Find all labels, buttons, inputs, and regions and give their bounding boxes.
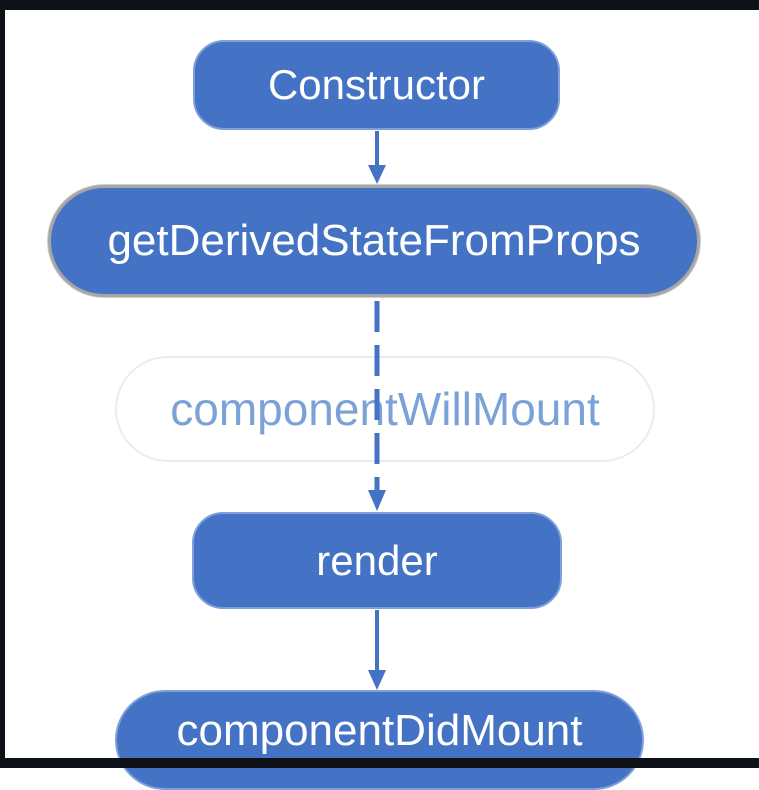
frame-bar-left <box>0 0 5 768</box>
node-constructor: Constructor <box>193 40 560 130</box>
node-get-derived-state-from-props: getDerivedStateFromProps <box>48 185 700 297</box>
node-component-will-mount-label: componentWillMount <box>170 383 600 435</box>
frame-bar-top <box>0 0 759 10</box>
arrow-down-solid-render-to-cdm <box>368 610 386 690</box>
node-get-derived-state-from-props-label: getDerivedStateFromProps <box>107 216 641 265</box>
arrow-down-solid-constructor-to-gdsfp <box>368 131 386 184</box>
node-constructor-label: Constructor <box>267 61 486 108</box>
node-component-did-mount: componentDidMount <box>115 690 644 790</box>
node-render: render <box>192 512 562 609</box>
node-component-did-mount-label: componentDidMount <box>176 706 583 755</box>
node-component-will-mount-deprecated: componentWillMount <box>115 356 655 462</box>
node-render-label: render <box>316 536 438 584</box>
frame-bar-bottom <box>0 758 759 768</box>
